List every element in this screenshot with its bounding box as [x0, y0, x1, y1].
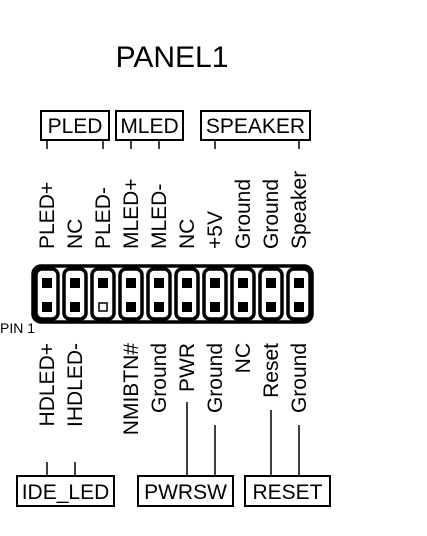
bottom-connector-lines — [46, 402, 300, 476]
bottom-pin-labels: HDLED+ IHDLED- NMIBTN# Ground PWR Ground… — [36, 343, 311, 435]
bottom-pin-label: NC — [232, 343, 255, 373]
pin-top — [70, 278, 80, 288]
pin-bottom — [294, 302, 304, 312]
pin-top — [98, 278, 108, 288]
top-group-mled: MLED — [115, 110, 184, 141]
pin-pair-cell — [146, 267, 172, 321]
pin-bottom — [42, 302, 52, 312]
bottom-group-ide-led: IDE_LED — [16, 475, 115, 507]
pin-pair-cell — [258, 267, 284, 321]
bottom-pin-label: Reset — [260, 343, 283, 398]
pin-top — [266, 278, 276, 288]
bottom-pin-label: Ground — [148, 343, 171, 413]
bottom-pin-label: PWR — [176, 343, 199, 392]
top-pin-labels: PLED+ NC PLED- MLED+ MLED- NC +5V Ground… — [36, 171, 311, 249]
group-label-pled: PLED — [48, 115, 103, 138]
top-pin-label: PLED+ — [36, 182, 59, 249]
pin-pair-cell — [34, 267, 60, 321]
group-label-mled: MLED — [120, 115, 178, 138]
bottom-pin-label: IHDLED- — [64, 343, 87, 427]
pin-top — [210, 278, 220, 288]
pin-pair-cell — [202, 267, 228, 321]
top-pin-label: +5V — [204, 211, 227, 249]
top-pin-label: MLED- — [148, 184, 171, 249]
top-group-pled: PLED — [40, 110, 110, 141]
pin-bottom — [266, 302, 276, 312]
bottom-pin-label: NMIBTN# — [120, 343, 143, 435]
top-pin-label: MLED+ — [120, 178, 143, 249]
bottom-group-reset: RESET — [244, 475, 331, 507]
bottom-group-pwrsw: PWRSW — [137, 475, 234, 507]
diagram-title: PANEL1 — [116, 41, 229, 74]
pin-top — [294, 278, 304, 288]
top-pin-label: Speaker — [288, 171, 311, 249]
pin-top — [126, 278, 136, 288]
pin-bottom — [70, 302, 80, 312]
group-label-speaker: SPEAKER — [206, 115, 305, 138]
pin-top — [238, 278, 248, 288]
pin-top — [42, 278, 52, 288]
pin-pair-cell — [118, 267, 144, 321]
header-pins — [34, 267, 312, 321]
pin-top — [182, 278, 192, 288]
top-pin-label: Ground — [232, 179, 255, 249]
top-pin-label: PLED- — [92, 187, 115, 249]
pin1-marker: PIN 1 — [0, 320, 35, 336]
pin-bottom — [154, 302, 164, 312]
top-connector-lines — [46, 140, 300, 149]
top-pin-label: NC — [64, 219, 87, 249]
pin-pair-cell — [230, 267, 256, 321]
pin-top — [154, 278, 164, 288]
top-pin-label: NC — [176, 219, 199, 249]
group-label-reset: RESET — [252, 481, 322, 504]
pin-bottom — [238, 302, 248, 312]
top-group-speaker: SPEAKER — [200, 110, 311, 141]
pin-pair-cell — [62, 267, 88, 321]
pin-missing-key — [98, 302, 108, 312]
pin-bottom — [182, 302, 192, 312]
pin-pair-cell — [174, 267, 200, 321]
bottom-pin-label: Ground — [288, 343, 311, 413]
pin-bottom — [126, 302, 136, 312]
pin-pair-cell — [286, 267, 312, 321]
group-label-ide-led: IDE_LED — [22, 481, 110, 504]
pin-bottom — [210, 302, 220, 312]
bottom-pin-label: HDLED+ — [36, 343, 59, 426]
bottom-pin-label: Ground — [204, 343, 227, 413]
top-pin-label: Ground — [260, 179, 283, 249]
group-label-pwrsw: PWRSW — [144, 481, 227, 504]
pin-pair-cell — [90, 267, 116, 321]
